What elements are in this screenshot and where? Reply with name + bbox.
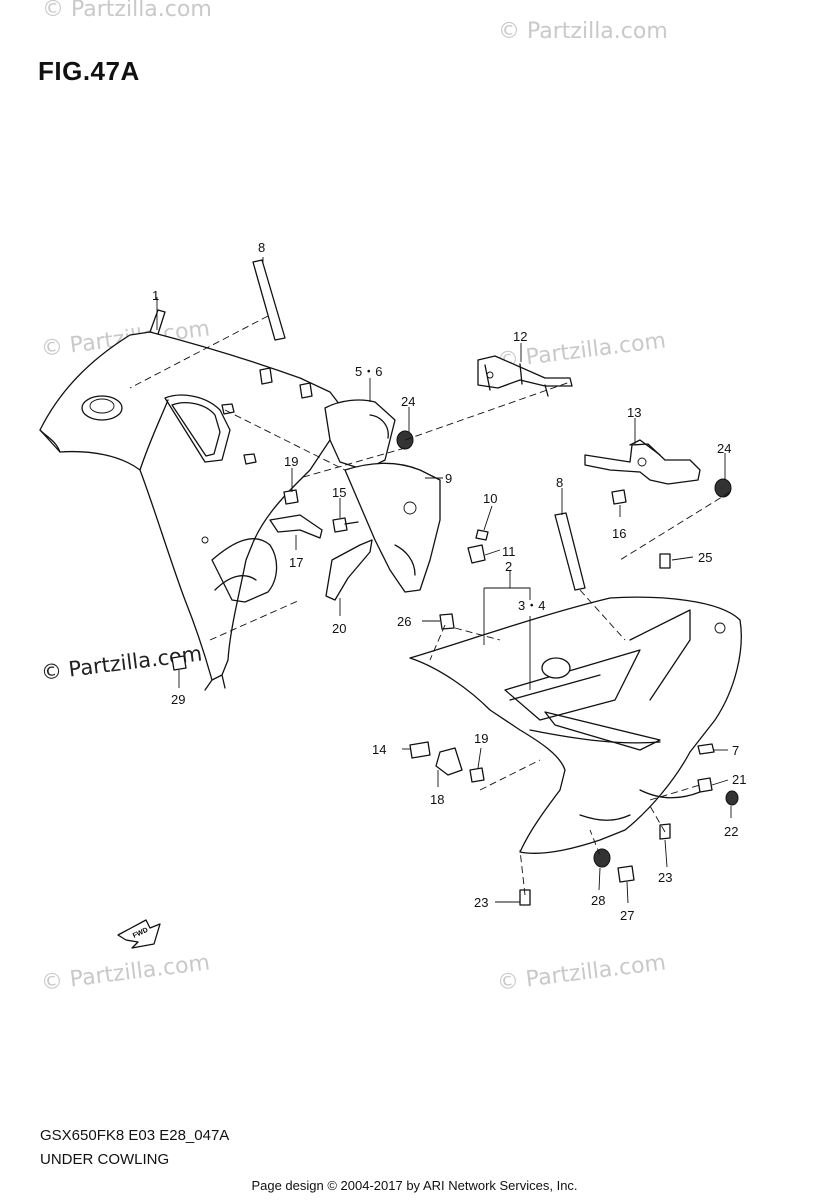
callout-8: 8 xyxy=(258,240,265,255)
callout-15: 15 xyxy=(332,485,346,500)
watermark: © Partzilla.com xyxy=(42,0,212,22)
callout-16: 16 xyxy=(612,526,626,541)
callout-3-4: 3・4 xyxy=(518,598,545,613)
callout-23: 23 xyxy=(658,870,672,885)
part-14-clip xyxy=(409,741,431,759)
part-1-left-under-cowling xyxy=(39,309,341,691)
part-26-screw xyxy=(439,613,455,630)
callout-1: 1 xyxy=(152,288,159,303)
part-24-grommet xyxy=(714,478,732,498)
callout-8: 8 xyxy=(556,475,563,490)
callout-21: 21 xyxy=(732,772,746,787)
part-2-right-under-cowling xyxy=(409,596,742,854)
part-19-bolt xyxy=(283,489,299,505)
callout-14: 14 xyxy=(372,742,386,757)
part-21-washer xyxy=(697,777,713,793)
part-28-grommet xyxy=(593,848,611,868)
callout-18: 18 xyxy=(430,792,444,807)
figure-title: FIG.47A xyxy=(38,56,140,86)
part-5-6-plate xyxy=(324,399,396,471)
fwd-arrow-icon: FWD xyxy=(117,919,161,949)
part-9-inner-panel xyxy=(344,462,441,593)
figure-name: UNDER COWLING xyxy=(40,1151,170,1168)
callouts: 8 1 5・6 24 12 13 24 9 10 11 8 19 15 16 1… xyxy=(152,240,746,923)
callout-27: 27 xyxy=(620,908,634,923)
callout-5-6: 5・6 xyxy=(355,364,382,379)
watermark: © Partzilla.com xyxy=(496,950,668,996)
figure-code: GSX650FK8 E03 E28_047A xyxy=(40,1127,230,1144)
callout-19: 19 xyxy=(284,454,298,469)
watermark: © Partzilla.com xyxy=(498,19,668,44)
callout-9: 9 xyxy=(445,471,452,486)
callout-24: 24 xyxy=(717,441,731,456)
part-16-bolt xyxy=(611,489,627,505)
part-18-bracket xyxy=(435,747,463,776)
part-8-strip xyxy=(554,512,586,591)
callout-29: 29 xyxy=(171,692,185,707)
part-19-bolt xyxy=(469,767,485,783)
callout-13: 13 xyxy=(627,405,641,420)
callout-12: 12 xyxy=(513,329,527,344)
part-17-bracket xyxy=(269,514,323,539)
part-22-grommet xyxy=(725,790,739,806)
part-23-screw xyxy=(519,889,531,906)
callout-22: 22 xyxy=(724,824,738,839)
leader-lines xyxy=(156,257,732,904)
assembly-lines xyxy=(129,315,731,896)
callout-17: 17 xyxy=(289,555,303,570)
watermark: © Partzilla.com xyxy=(40,950,212,996)
callout-10: 10 xyxy=(483,491,497,506)
part-11-nut xyxy=(467,544,486,564)
callout-28: 28 xyxy=(591,893,605,908)
callout-23: 23 xyxy=(474,895,488,910)
part-7-clip xyxy=(697,743,715,755)
callout-25: 25 xyxy=(698,550,712,565)
part-25-screw xyxy=(659,553,671,569)
callout-26: 26 xyxy=(397,614,411,629)
part-13-stay xyxy=(584,439,701,485)
part-8-strip xyxy=(252,259,286,341)
callout-2: 2 xyxy=(505,559,512,574)
callout-11: 11 xyxy=(502,544,516,559)
copyright-notice: Page design © 2004-2017 by ARI Network S… xyxy=(251,1178,578,1193)
callout-7: 7 xyxy=(732,743,739,758)
part-10-screw xyxy=(475,529,489,541)
part-29-bolt xyxy=(171,655,187,671)
part-15-bolt xyxy=(332,517,359,533)
part-20-bracket xyxy=(325,539,373,601)
part-27-screw xyxy=(617,865,635,883)
callout-19: 19 xyxy=(474,731,488,746)
part-12-stay xyxy=(477,355,573,397)
callout-24: 24 xyxy=(401,394,415,409)
callout-20: 20 xyxy=(332,621,346,636)
